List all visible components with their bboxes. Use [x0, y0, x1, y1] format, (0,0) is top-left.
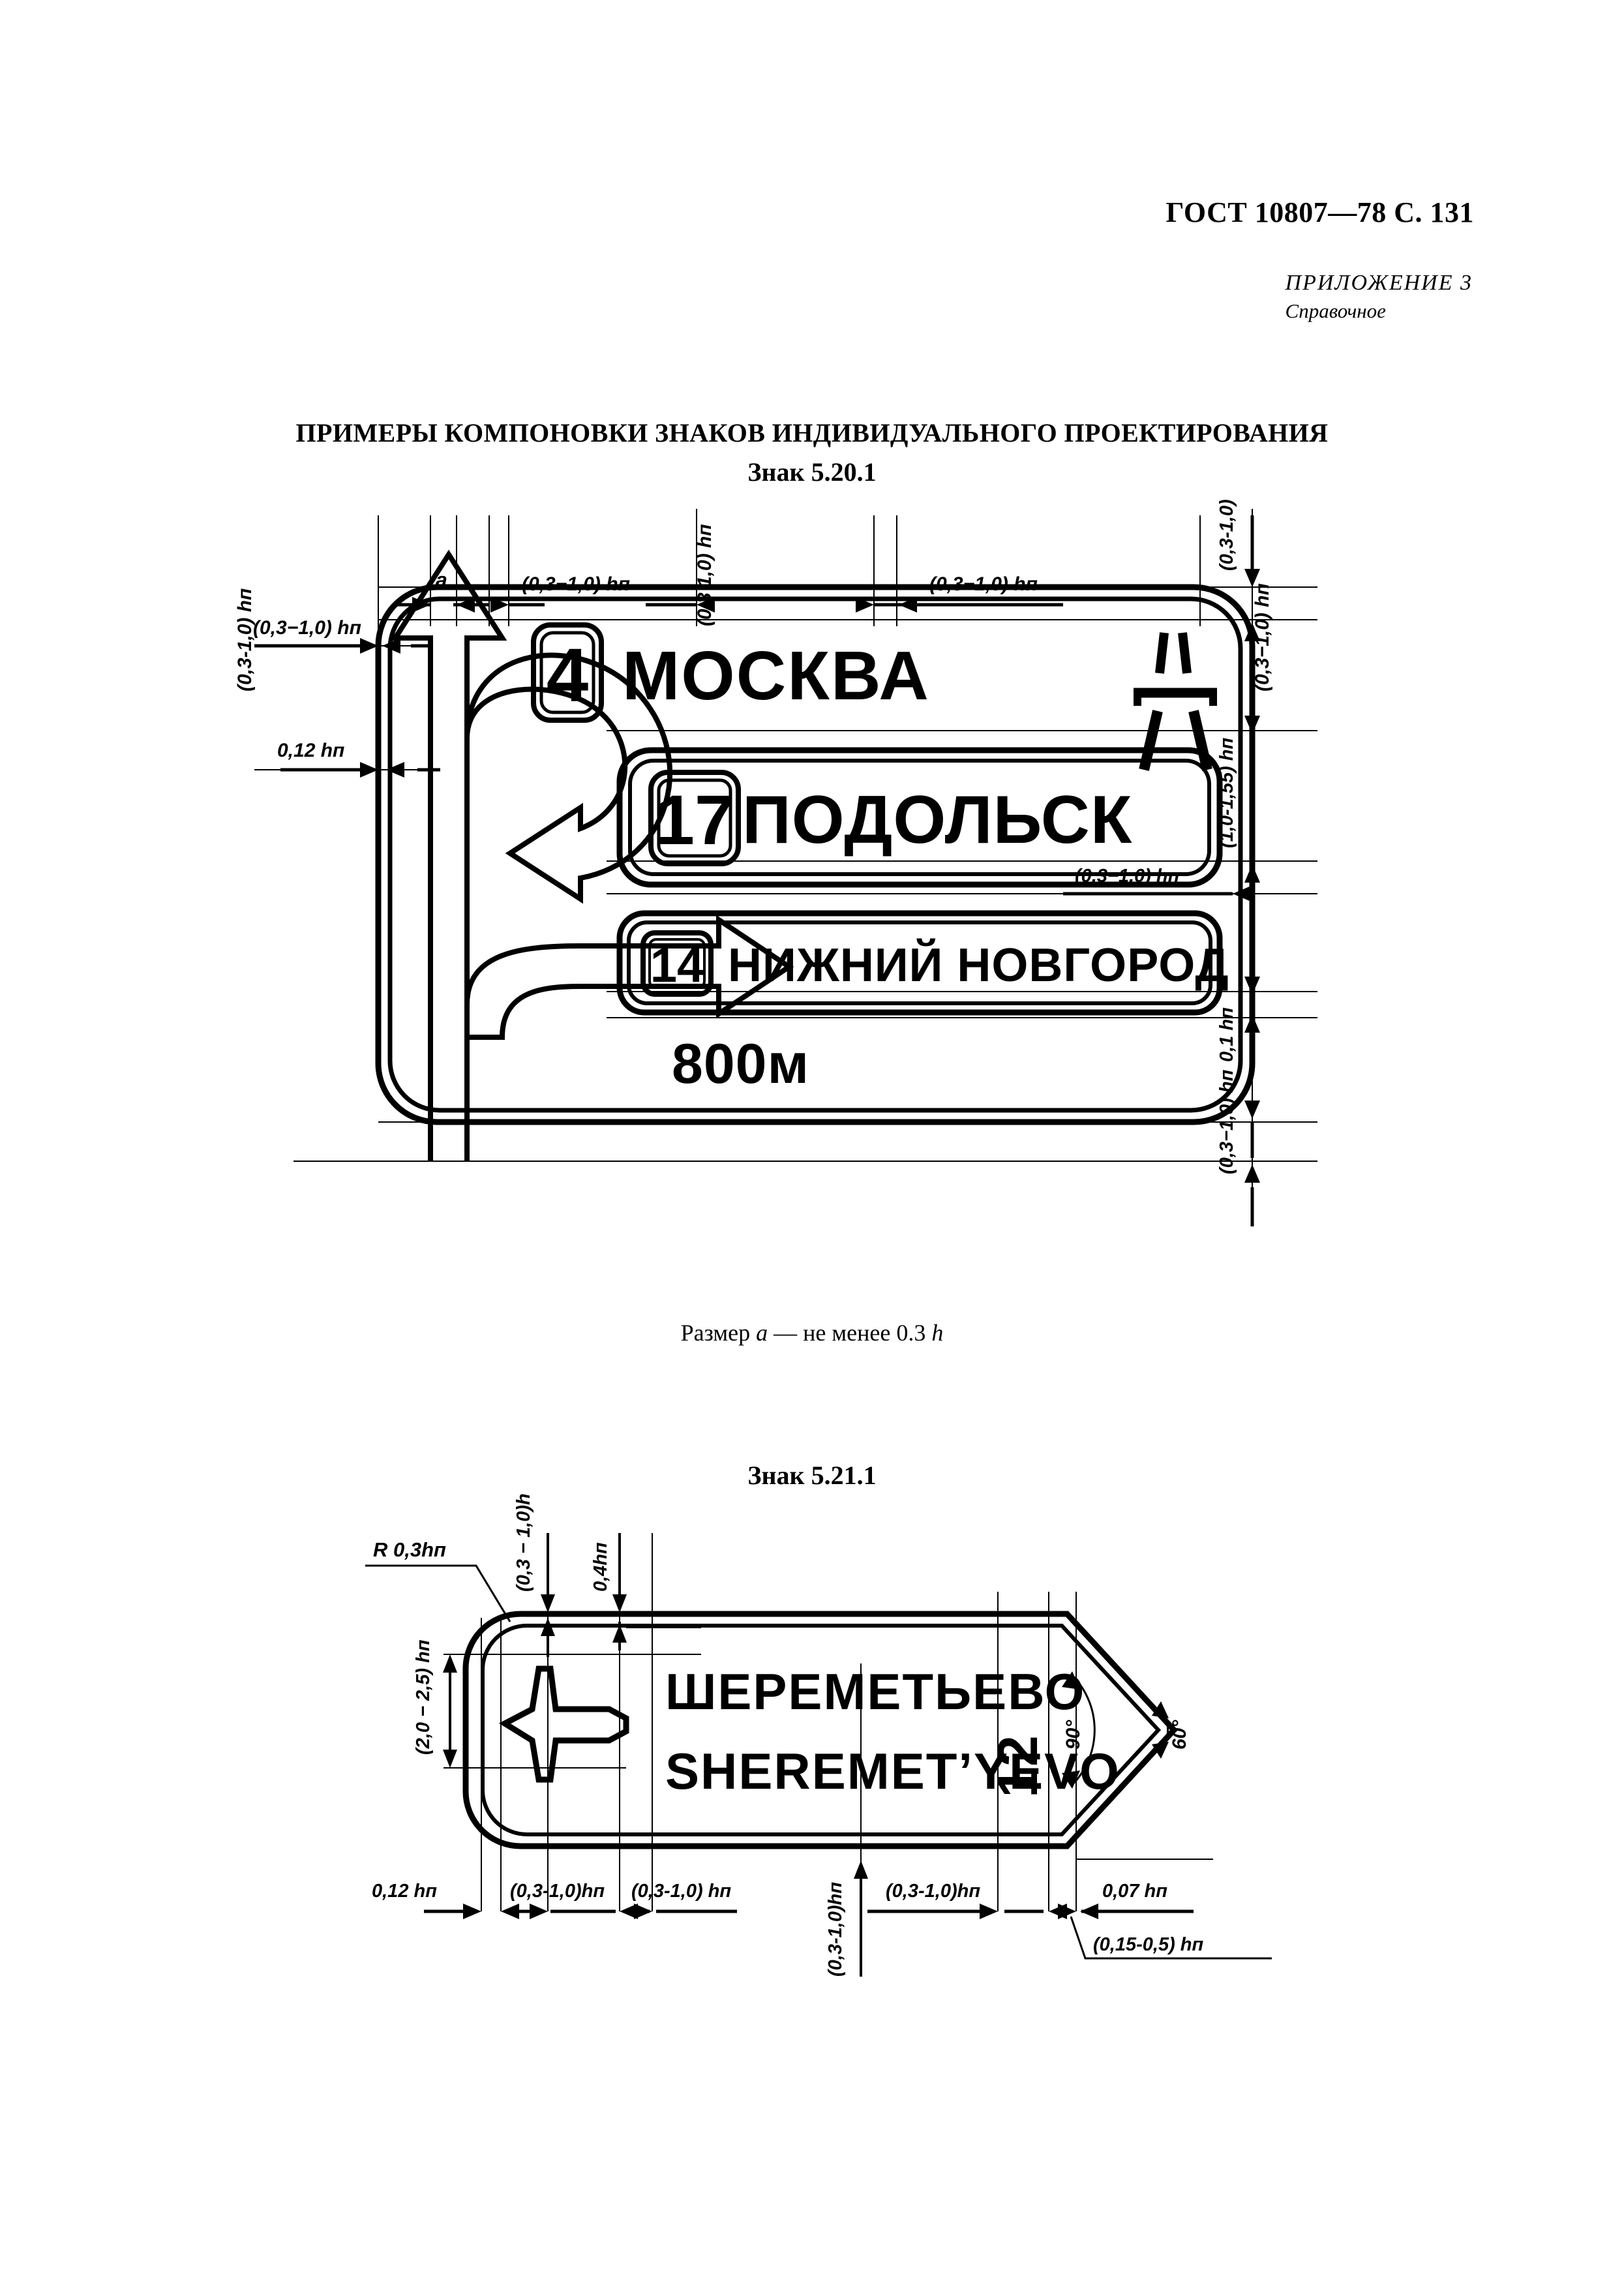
dim-bottom-2: (0,3-1,0) hп	[631, 1881, 731, 1902]
destination-name-en: SHEREMET’YEVO	[665, 1742, 1120, 1800]
dim-left-outer: (0,3−1,0) hп	[253, 617, 361, 639]
caption-variable-a: a	[756, 1320, 768, 1346]
angle-inner-90: 90°	[1062, 1720, 1084, 1750]
top-vert-arrowheads	[541, 1594, 627, 1643]
sign-row-nizhny: 14 НИЖНИЙ НОВГОРОД	[616, 910, 1229, 1016]
sign-title-521: Знак 5.21.1	[747, 1461, 877, 1490]
radius-leader	[365, 1564, 511, 1622]
dim-radius: R 0,3hп	[373, 1538, 446, 1561]
dim-right-top-vert: (0,3-1,0) hп	[1216, 496, 1237, 571]
dim-left-border: 0,12 hп	[277, 740, 344, 761]
dim-top-mid-vert: (0,3 1,0) hп	[694, 524, 715, 626]
dim-tip-label: (0,15-0,5) hп	[1093, 1934, 1203, 1955]
caption-size-a: Размер a — не менее 0.3 h	[0, 1319, 1624, 1346]
dim-top-left-vert: (0,3-1,0) hп	[234, 588, 256, 691]
left-arrowheads	[360, 638, 404, 778]
row-frame-outer-podolsk	[616, 747, 1223, 888]
shield-outline-outer-14	[640, 930, 714, 997]
dim-bottom-3: (0,3-1,0)hп	[886, 1881, 980, 1902]
dim-left-height: (2,0 − 2,5) hп	[413, 1639, 434, 1755]
row-frame-inner-nizhny	[627, 920, 1212, 1005]
left-dimension-arrows	[254, 644, 440, 772]
shield-outline-outer-17	[648, 770, 741, 866]
motorway-icon	[1134, 632, 1217, 771]
turn-right-arrow	[464, 915, 794, 1040]
airplane-icon	[498, 1665, 629, 1783]
distance-label-12: 12	[987, 1735, 1049, 1798]
left-height-arrowheads	[443, 1654, 457, 1768]
u-turn-left-arrow	[464, 652, 673, 904]
sign-row-podolsk: 17 ПОДОЛЬСК	[616, 747, 1223, 888]
figure-sign-5-21-1: ШЕРЕМЕТЬЕВО SHEREMET’YEVO 12 90° 60° R 0…	[365, 1494, 1272, 1977]
route-number-4: 4	[547, 633, 589, 718]
shield-outline-inner-4	[539, 631, 595, 714]
page-title: ПРИМЕРЫ КОМПОНОВКИ ЗНАКОВ ИНДИВИДУАЛЬНОГ…	[295, 418, 1329, 448]
appendix-block: ПРИЛОЖЕНИЕ 3 Справочное	[1286, 271, 1473, 323]
sign-board-outline-outer-521	[462, 1611, 1179, 1849]
destination-podolsk: ПОДОЛЬСК	[742, 782, 1132, 858]
dim-top-vert-left: (0,3 − 1,0)hп	[513, 1494, 534, 1592]
angle-arrowheads	[1062, 1671, 1169, 1789]
sign-board-outline-inner	[387, 596, 1243, 1113]
route-number-17: 17	[655, 780, 734, 859]
dim-bottom-1: (0,3-1,0)hп	[510, 1881, 605, 1902]
destination-nizhny: НИЖНИЙ НОВГОРОД	[728, 938, 1229, 992]
tip-leader	[1070, 1916, 1272, 1960]
figure-sign-5-20-1: (0,3-1,0) hп a (0,3−1,0) hп (0,3 1,0) hп…	[234, 496, 1317, 1226]
straight-up-arrow	[390, 549, 507, 1161]
dim-right-small: 0,1 hп	[1216, 1007, 1237, 1062]
distance-label-800m: 800м	[672, 1033, 809, 1095]
dim-bottom-center-vert: (0,3-1,0)hп	[825, 1882, 846, 1977]
caption-part-pre: Размер	[680, 1320, 757, 1346]
destination-name-ru: ШЕРЕМЕТЬЕВО	[665, 1663, 1085, 1720]
angle-tip-60: 60°	[1169, 1720, 1190, 1750]
row-frame-inner-podolsk	[628, 759, 1211, 876]
appendix-number: ПРИЛОЖЕНИЕ 3	[1285, 271, 1473, 295]
bottom-dim-arrowheads	[463, 1904, 1098, 1919]
sign-board-521	[462, 1611, 1179, 1849]
direction-arrows-group	[390, 549, 794, 1161]
sign-board-outline-inner-521	[481, 1624, 1162, 1836]
shield-outline-inner-14	[648, 938, 706, 989]
dim-top-vert-right: 0,4hп	[590, 1542, 611, 1592]
standard-number-header: ГОСТ 10807—78 С. 131	[1165, 196, 1474, 228]
sign-board-outline-outer	[375, 584, 1256, 1125]
appendix-kind: Справочное	[1285, 299, 1386, 322]
caption-variable-h: h	[931, 1320, 944, 1346]
destination-moskva: МОСКВА	[622, 637, 930, 714]
bottom-center-vert-arrowhead	[854, 1860, 868, 1879]
dim-bottom-border: 0,12 hп	[372, 1881, 437, 1902]
shield-outline-inner-17	[657, 778, 732, 858]
shield-outline-outer-4	[531, 622, 604, 723]
caption-part-mid: — не менее 0.3	[768, 1320, 932, 1346]
sign-board-520	[375, 584, 1256, 1125]
route-number-14: 14	[650, 938, 704, 992]
sign-row-moskva: 4 МОСКВА	[531, 622, 1217, 771]
dim-bottom-right: 0,07 hп	[1102, 1881, 1167, 1902]
row-frame-outer-nizhny	[616, 910, 1223, 1016]
sign-title-520: Знак 5.20.1	[747, 457, 877, 487]
